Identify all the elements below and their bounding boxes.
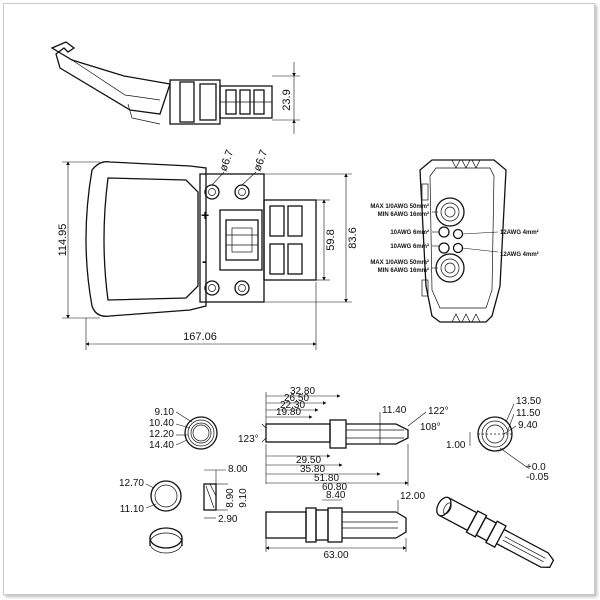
dim-label: 12.70: [119, 478, 144, 489]
dim-label: 12.20: [149, 429, 174, 440]
pin-view: 8.40 12.00 63.00: [265, 490, 425, 561]
front-view: + - ø6.7 ø6.7 59.8 83.6 114.95 167.06: [57, 148, 359, 350]
dim-label: 63.00: [323, 550, 348, 561]
tolerance-minus: -0.05: [526, 472, 549, 483]
angle-label: 123°: [238, 434, 259, 445]
dim-label: 51.80: [314, 473, 339, 484]
dim-label: 8.00: [228, 464, 248, 475]
dim-label: 12.00: [400, 491, 425, 502]
dim-label: 10.40: [149, 418, 174, 429]
mounting-hole: [204, 184, 250, 296]
tolerance-plus: +0.0: [526, 462, 546, 473]
dim-label: 11.40: [382, 405, 407, 416]
angle-label: 122°: [428, 406, 449, 417]
wire-label: 12AWG 4mm²: [500, 251, 539, 258]
wire-label: MIN 6AWG 16mm²: [378, 211, 429, 218]
dim-label: 60.80: [322, 482, 347, 493]
dim-label: 8.40: [326, 490, 346, 501]
angle-label: 108°: [420, 422, 441, 433]
dim-label: 26.50: [284, 393, 309, 404]
dim-label: 22.30: [280, 400, 305, 411]
contact-right-end-view: 13.50 11.50 9.40 1.00 +0.0 -0.05: [446, 396, 549, 483]
hole-dia-left: ø6.7: [218, 148, 237, 173]
hole-dia-right: ø6.7: [252, 148, 271, 173]
dim-label: 9.40: [518, 420, 538, 431]
dim-label: 8.90: [225, 488, 236, 508]
wire-label: 12AWG 4mm²: [500, 229, 539, 236]
dim-label: 9.10: [238, 488, 249, 508]
dim-label: 19.80: [276, 407, 301, 418]
dim-label: 2.90: [218, 514, 238, 525]
dim-114-95: 114.95: [57, 224, 69, 257]
plus-sign: +: [201, 207, 209, 223]
wire-label: MAX 1/0AWG 50mm²: [370, 259, 429, 266]
ring-view: 12.70 11.10: [119, 478, 183, 554]
dim-59-8: 59.8: [325, 229, 337, 250]
ring-side-view: 8.00 8.90 9.10 2.90: [203, 464, 249, 525]
side-view: MAX 1/0AWG 50mm² MIN 6AWG 16mm² 10AWG 6m…: [370, 159, 539, 323]
minus-sign: -: [202, 253, 207, 269]
dim-label: 1.00: [446, 440, 466, 451]
wire-label: MIN 6AWG 16mm²: [378, 267, 429, 274]
dim-label: 11.10: [120, 504, 145, 515]
dim-167-06: 167.06: [183, 331, 217, 343]
dim-83-6: 83.6: [347, 227, 359, 248]
contact-end-view: 9.10 10.40 12.20 14.40: [149, 407, 218, 451]
dim-label: 9.10: [155, 407, 175, 418]
dim-label: 35.80: [300, 464, 325, 475]
pin-perspective: [436, 496, 555, 568]
top-view: 23.9: [50, 41, 300, 134]
wire-label: MAX 1/0AWG 50mm²: [370, 203, 429, 210]
dim-label: 32.80: [290, 386, 315, 397]
dim-label: 14.40: [149, 440, 174, 451]
dim-23-9: 23.9: [281, 89, 293, 110]
wire-label: 10AWG 6mm²: [390, 243, 429, 250]
dim-label: 13.50: [516, 396, 541, 407]
contact-section-view: 32.80 26.50 22.30 19.80 11.40 122° 108° …: [238, 386, 449, 493]
dim-label: 29.50: [296, 455, 321, 466]
wire-label: 10AWG 6mm²: [390, 229, 429, 236]
dim-label: 11.50: [516, 408, 541, 419]
